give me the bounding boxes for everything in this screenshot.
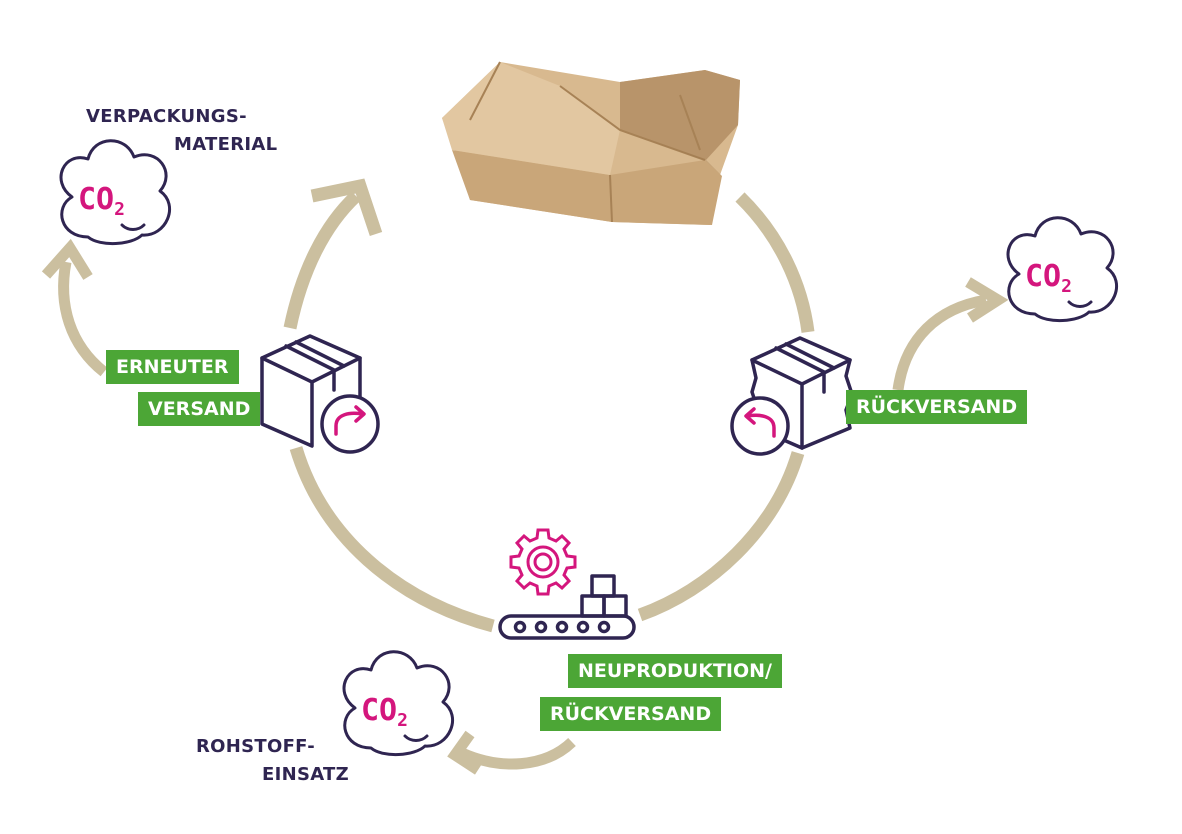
tag-return: RÜCKVERSAND [846,390,1028,424]
belt-roller [513,620,527,634]
raw-material-label-line1: ROHSTOFF- [196,736,315,757]
belt-roller [576,620,590,634]
return-arrow [744,407,776,438]
cloud-outline [1006,216,1118,322]
tag-newproduction-line1: NEUPRODUKTION/ [568,654,782,688]
arc-right-upper [735,192,815,333]
cardboard-crease [469,61,706,223]
co2-text: CO2 [361,693,408,731]
tag-resend-line1: ERNEUTER [106,350,239,384]
emission-arrows [41,238,1009,775]
co2-cloud-icon: CO2 [342,650,454,756]
belt-roller [534,620,548,634]
co2-subscript: 2 [397,710,408,731]
co2-main: CO [78,182,114,217]
cloud-smile [1067,300,1093,308]
co2-cloud-icon: CO2 [1006,216,1118,322]
arrowhead-top-left [310,178,383,237]
forward-arrow [334,405,366,436]
co2-text: CO2 [1025,259,1072,297]
arc-right-lower [637,451,805,622]
arrow-to-raw-co2 [459,737,576,770]
box-top-stack [590,574,616,598]
co2-subscript: 2 [1061,276,1072,297]
arrow-to-return-co2 [892,294,987,391]
box-tape [774,342,836,394]
damaged-box-return-arrow-icon [730,336,854,456]
arrow-to-packaging-co2 [58,260,108,377]
belt-roller [555,620,569,634]
packaging-material-label-line1: VERPACKUNGS- [86,106,247,127]
co2-subscript: 2 [114,199,125,220]
stacked-boxes [580,574,628,618]
belt-roller [597,620,611,634]
tag-newproduction-line2: RÜCKVERSAND [540,697,722,731]
cardboard-right-flap [620,70,740,160]
return-arrow-badge [730,396,790,456]
arrowhead-raw-co2 [447,730,482,775]
conveyor-belt [498,614,636,640]
co2-text: CO2 [78,182,125,220]
cloud-outline [59,139,171,245]
cycle-arrows [283,178,815,633]
box-forward-arrow-icon [260,334,380,454]
box-tape [284,340,346,392]
arc-left-lower [289,446,495,633]
tag-resend-line2: VERSAND [138,392,261,426]
arrowhead-return-co2 [965,277,1009,323]
arc-left-upper [283,191,361,330]
crumpled-cardboard-box-image [442,61,740,225]
box-left-face [260,356,314,448]
gear-conveyor-icon [498,528,636,640]
gear-hub [533,552,553,572]
cardboard-front [452,150,722,225]
co2-cloud-icon: CO2 [59,139,171,245]
packaging-material-label-line2: MATERIAL [174,134,278,155]
gear-icon [509,528,577,596]
cloud-outline [342,650,454,756]
cloud-smile [120,223,146,231]
forward-arrow-badge [320,394,380,454]
co2-main: CO [361,693,397,728]
raw-material-label-line2: EINSATZ [262,764,349,785]
belt-outline [498,614,636,640]
co2-main: CO [1025,259,1061,294]
gear-outline [509,528,577,596]
box-bottom-right [602,594,628,618]
box-bottom-left [580,594,606,618]
gear-ring [526,545,560,579]
cloud-smile [403,734,429,742]
arrowhead-packaging-co2 [41,238,93,280]
